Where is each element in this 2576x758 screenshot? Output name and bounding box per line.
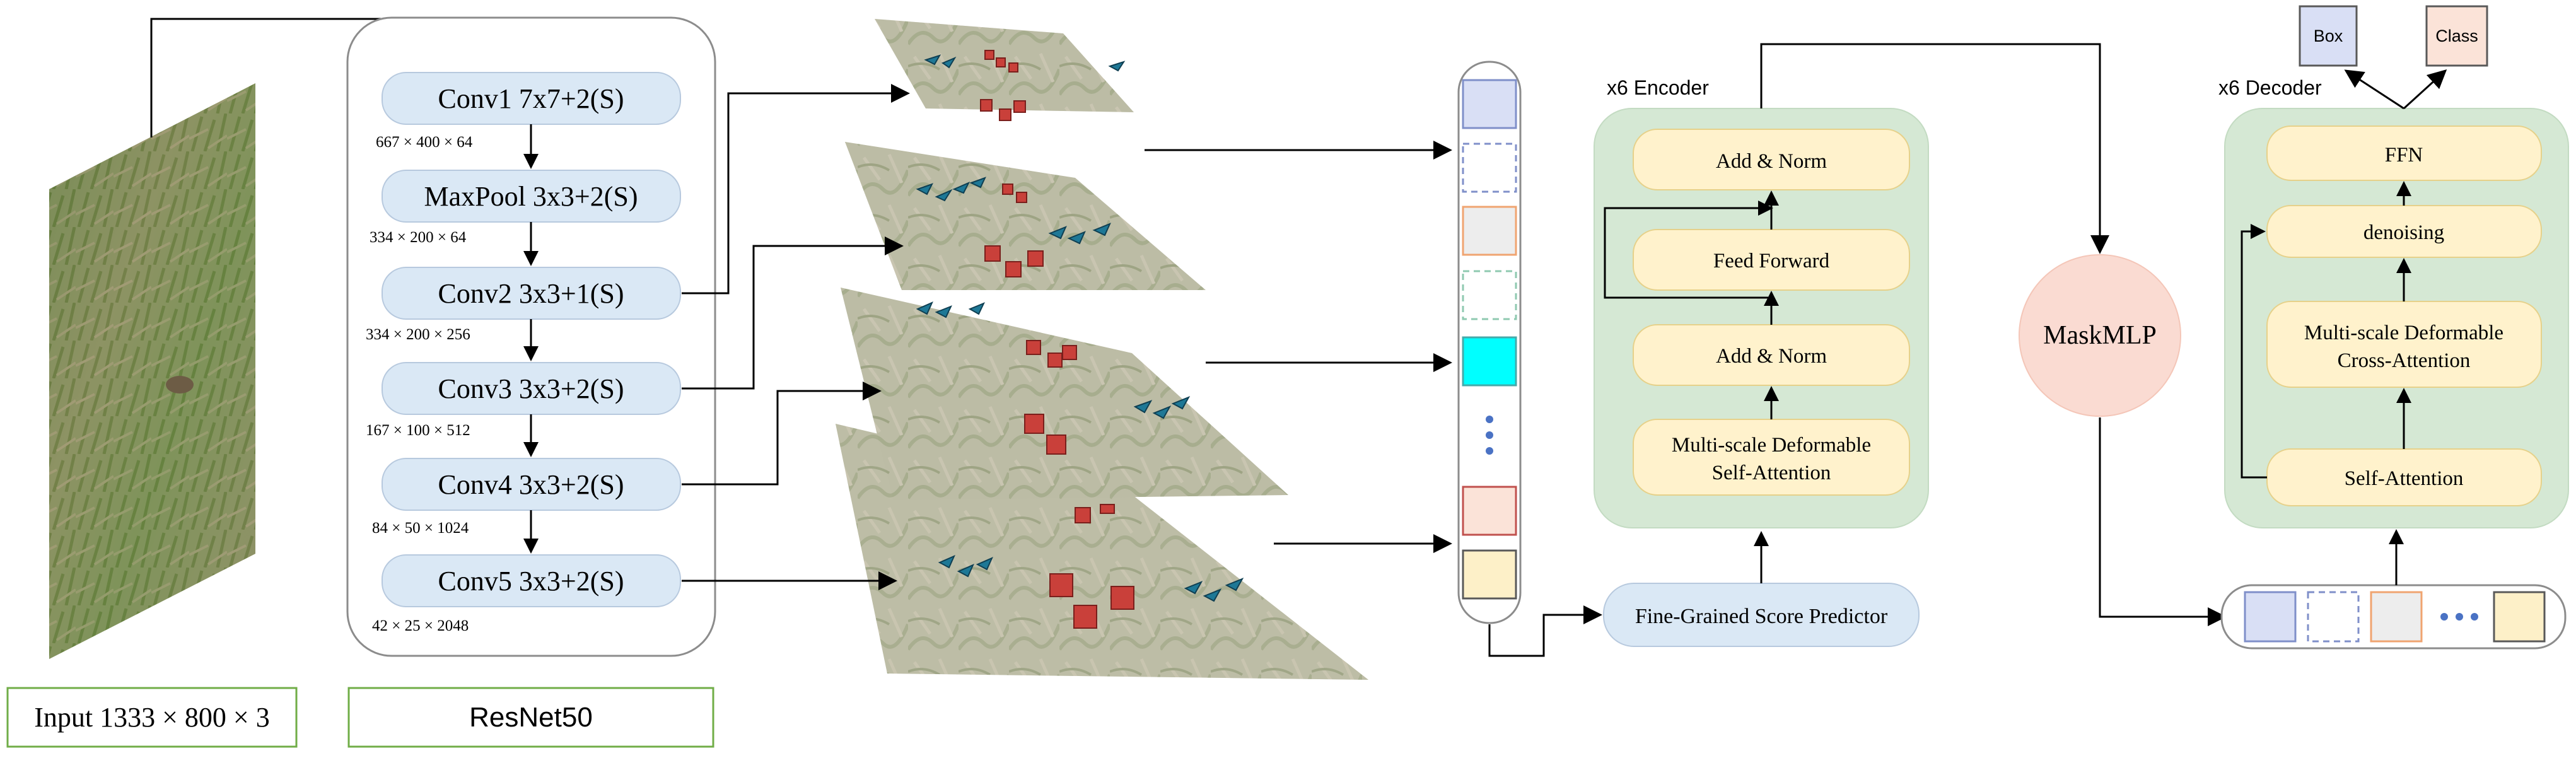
token-ellipsis xyxy=(1486,416,1493,455)
backbone-to-feature-arrows xyxy=(682,84,910,590)
decoder-block-label: FFN xyxy=(2385,144,2423,166)
backbone-stage-conv5: Conv5 3x3+2(S) xyxy=(382,554,681,607)
token-yellow xyxy=(1462,549,1517,600)
feature-map-level-3 xyxy=(841,288,1288,500)
stage-label: Conv4 3x3+2(S) xyxy=(438,469,624,500)
weed-box-markers xyxy=(980,50,1134,629)
stage-shape: 334 × 200 × 256 xyxy=(366,326,470,343)
query-ellipsis xyxy=(2440,613,2478,621)
decoder-block-label: Self-Attention xyxy=(2345,467,2464,490)
decoder-ffn xyxy=(2266,125,2542,181)
token-pink xyxy=(1462,486,1517,536)
class-output xyxy=(2425,5,2488,67)
decoder-block-label: denoising xyxy=(2363,221,2444,244)
encoder-block-label: Add & Norm xyxy=(1716,345,1827,368)
encoder-to-maskmlp-arrow xyxy=(1760,43,2109,254)
query-blue xyxy=(2244,591,2297,643)
decoder-cross-attention xyxy=(2266,301,2542,388)
encoder-block-label: Feed Forward xyxy=(1713,250,1830,272)
stage-shape: 42 × 25 × 2048 xyxy=(372,617,469,634)
query-dashed xyxy=(2307,591,2360,643)
encoder-add-norm-top xyxy=(1633,129,1910,190)
token-stack xyxy=(1462,79,1517,600)
class-output-label: Class xyxy=(2435,26,2478,45)
backbone-stage-conv1: Conv1 7x7+2(S) xyxy=(382,72,681,125)
tokens-to-score-arrow xyxy=(1488,605,1602,657)
box-output-label: Box xyxy=(2314,26,2343,45)
input-image xyxy=(49,83,255,659)
stage-label: Conv1 7x7+2(S) xyxy=(438,83,624,114)
stage-label: Conv5 3x3+2(S) xyxy=(438,566,624,597)
query-gray xyxy=(2370,591,2423,643)
token-cyan xyxy=(1462,336,1517,387)
stage-label: MaxPool 3x3+2(S) xyxy=(424,181,638,212)
stage-shape: 167 × 100 × 512 xyxy=(366,422,470,439)
box-output xyxy=(2299,5,2358,67)
token-gray xyxy=(1462,206,1517,256)
encoder-internal-arrows xyxy=(1604,190,1779,419)
encoder-block-label-line1: Multi-scale Deformable xyxy=(1672,434,1871,457)
stage-label: Conv2 3x3+1(S) xyxy=(438,278,624,309)
token-blue xyxy=(1462,79,1517,129)
encoder-block-label-line2: Self-Attention xyxy=(1712,462,1831,484)
decoder-block-label-line1: Multi-scale Deformable xyxy=(2304,322,2503,344)
stage-label: Conv3 3x3+2(S) xyxy=(438,373,624,404)
weed-triangle-markers xyxy=(916,54,1244,602)
input-label: Input 1333 × 800 × 3 xyxy=(34,702,270,733)
maskmlp-to-queries-arrow xyxy=(2099,417,2227,626)
encoder-block-label: Add & Norm xyxy=(1716,150,1827,173)
decoder-title: x6 Decoder xyxy=(2218,76,2322,99)
stage-shape: 334 × 200 × 64 xyxy=(370,229,467,246)
backbone-label-box xyxy=(347,687,714,748)
encoder-title: x6 Encoder xyxy=(1607,76,1709,99)
insect-spot xyxy=(166,376,194,394)
backbone-stage-conv3: Conv3 3x3+2(S) xyxy=(382,362,681,415)
backbone-stage-maxpool: MaxPool 3x3+2(S) xyxy=(382,170,681,223)
token-dashed-blue xyxy=(1462,143,1517,193)
backbone-stage-conv2: Conv2 3x3+1(S) xyxy=(382,267,681,320)
stage-shape: 84 × 50 × 1024 xyxy=(372,520,469,537)
token-dashed-green xyxy=(1462,270,1517,320)
decoder-block-label-line2: Cross-Attention xyxy=(2338,349,2471,372)
decoder-to-output-arrows xyxy=(2344,69,2447,110)
score-predictor-label: Fine-Grained Score Predictor xyxy=(1635,605,1888,628)
feature-to-token-arrows xyxy=(1145,141,1452,553)
input-label-box xyxy=(6,687,298,748)
decoder-internal-arrows xyxy=(2241,181,2411,479)
mask-mlp-label: MaskMLP xyxy=(2043,321,2157,350)
mask-mlp xyxy=(2019,254,2181,417)
stage-shape: 667 × 400 × 64 xyxy=(376,134,473,151)
backbone-label: ResNet50 xyxy=(469,702,593,733)
query-yellow xyxy=(2493,591,2546,643)
detection-markers xyxy=(916,50,1244,629)
feature-map-level-2 xyxy=(845,142,1206,290)
backbone-stage-conv4: Conv4 3x3+2(S) xyxy=(382,458,681,511)
